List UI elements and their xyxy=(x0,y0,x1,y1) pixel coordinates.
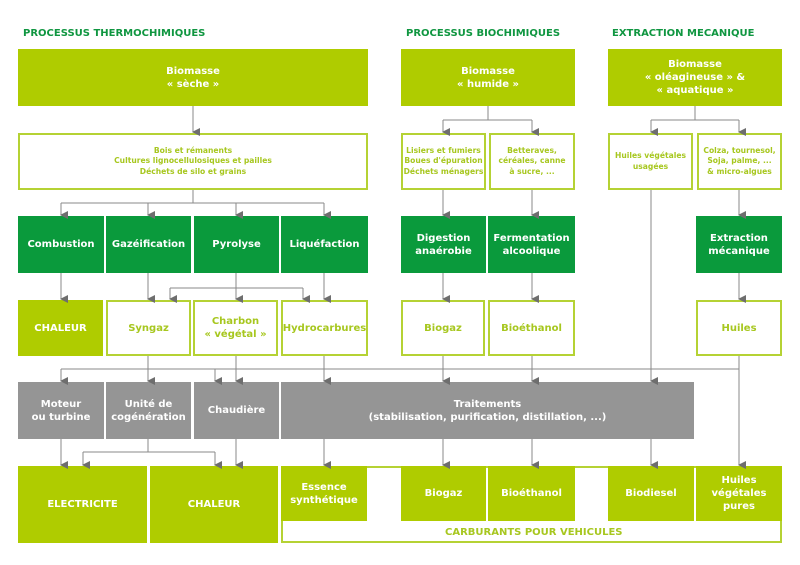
process-extraction: Extraction mécanique xyxy=(696,216,782,273)
feedstock-huiles-usagees: Huiles végétales usagées xyxy=(608,133,693,190)
intermediate-bioethanol-label: Bioéthanol xyxy=(501,322,562,334)
final-biogaz: Biogaz xyxy=(401,466,486,521)
intermediate-charbon-label: Charbon « végétal » xyxy=(204,316,267,340)
feedstock-seche-label: Bois et rémanents Cultures lignocellulos… xyxy=(114,146,272,176)
final-biodiesel: Biodiesel xyxy=(608,466,694,521)
intermediate-charbon: Charbon « végétal » xyxy=(193,300,278,356)
feedstock-betteraves-label: Betteraves, céréales, canne à sucre, ... xyxy=(498,146,566,176)
carburants-label: CARBURANTS POUR VEHICULES xyxy=(445,527,623,538)
intermediate-hydrocarbures: Hydrocarbures xyxy=(281,300,368,356)
intermediate-chaleur: CHALEUR xyxy=(18,300,103,356)
final-electricite: ELECTRICITE xyxy=(18,466,147,543)
process-combustion-label: Combustion xyxy=(27,239,95,250)
process-pyrolyse-label: Pyrolyse xyxy=(212,239,261,250)
conversion-cogeneration-label: Unité de cogénération xyxy=(111,398,186,423)
process-fermentation: Fermentation alcoolique xyxy=(488,216,575,273)
final-biogaz-label: Biogaz xyxy=(424,488,463,499)
final-huiles-pures-label: Huiles végétales pures xyxy=(711,475,767,512)
source-biomasse-oleagineuse-label: Biomasse « oléagineuse » & « aquatique » xyxy=(644,59,746,96)
process-liquefaction-label: Liquéfaction xyxy=(289,239,360,250)
final-bioethanol: Bioéthanol xyxy=(488,466,575,521)
process-combustion: Combustion xyxy=(18,216,104,273)
final-essence-label: Essence synthétique xyxy=(290,481,358,506)
intermediate-bioethanol: Bioéthanol xyxy=(488,300,575,356)
intermediate-hydrocarbures-label: Hydrocarbures xyxy=(282,322,367,334)
final-chaleur-label: CHALEUR xyxy=(187,499,241,510)
process-digestion-label: Digestion anaérobie xyxy=(415,232,472,257)
process-fermentation-label: Fermentation alcoolique xyxy=(493,232,570,257)
final-essence: Essence synthétique xyxy=(281,466,367,521)
process-extraction-label: Extraction mécanique xyxy=(708,232,770,257)
intermediate-huiles-label: Huiles xyxy=(721,322,757,334)
final-bioethanol-label: Bioéthanol xyxy=(501,488,562,499)
process-liquefaction: Liquéfaction xyxy=(281,216,368,273)
final-chaleur: CHALEUR xyxy=(150,466,278,543)
intermediate-syngaz: Syngaz xyxy=(106,300,191,356)
heading-thermochemical: PROCESSUS THERMOCHIMIQUES xyxy=(23,28,206,39)
source-biomasse-seche: Biomasse « sèche » xyxy=(18,49,368,106)
source-biomasse-humide-label: Biomasse « humide » xyxy=(457,65,519,90)
conversion-cogeneration: Unité de cogénération xyxy=(106,382,191,439)
intermediate-biogaz-label: Biogaz xyxy=(424,322,462,334)
feedstock-betteraves: Betteraves, céréales, canne à sucre, ... xyxy=(489,133,575,190)
source-biomasse-humide: Biomasse « humide » xyxy=(401,49,575,106)
final-electricite-label: ELECTRICITE xyxy=(47,499,118,510)
intermediate-biogaz: Biogaz xyxy=(401,300,485,356)
feedstock-colza-label: Colza, tournesol, Soja, palme, ... & mic… xyxy=(703,146,776,176)
intermediate-chaleur-label: CHALEUR xyxy=(34,322,87,334)
heading-biochemical: PROCESSUS BIOCHIMIQUES xyxy=(406,28,561,39)
source-biomasse-seche-label: Biomasse « sèche » xyxy=(166,65,220,90)
heading-mechanical-extraction: EXTRACTION MECANIQUE xyxy=(612,28,755,39)
conversion-chaudiere: Chaudière xyxy=(194,382,279,439)
feedstock-seche: Bois et rémanents Cultures lignocellulos… xyxy=(18,133,368,190)
feedstock-colza: Colza, tournesol, Soja, palme, ... & mic… xyxy=(697,133,782,190)
source-biomasse-oleagineuse: Biomasse « oléagineuse » & « aquatique » xyxy=(608,49,782,106)
conversion-chaudiere-label: Chaudière xyxy=(207,405,266,416)
feedstock-huiles-usagees-label: Huiles végétales usagées xyxy=(615,151,686,171)
conversion-traitements-label: Traitements (stabilisation, purification… xyxy=(368,398,607,423)
intermediate-syngaz-label: Syngaz xyxy=(128,322,169,334)
process-digestion: Digestion anaérobie xyxy=(401,216,486,273)
intermediate-huiles: Huiles xyxy=(696,300,782,356)
conversion-moteur-label: Moteur ou turbine xyxy=(31,398,91,423)
feedstock-lisiers-label: Lisiers et fumiers Boues d'épuration Déc… xyxy=(403,146,484,176)
final-biodiesel-label: Biodiesel xyxy=(625,488,677,499)
process-pyrolyse: Pyrolyse xyxy=(194,216,279,273)
feedstock-lisiers: Lisiers et fumiers Boues d'épuration Déc… xyxy=(401,133,486,190)
final-huiles-pures: Huiles végétales pures xyxy=(696,466,782,521)
process-gazeification: Gazéification xyxy=(106,216,191,273)
conversion-traitements: Traitements (stabilisation, purification… xyxy=(281,382,694,439)
conversion-moteur: Moteur ou turbine xyxy=(18,382,104,439)
process-gazeification-label: Gazéification xyxy=(111,239,186,250)
